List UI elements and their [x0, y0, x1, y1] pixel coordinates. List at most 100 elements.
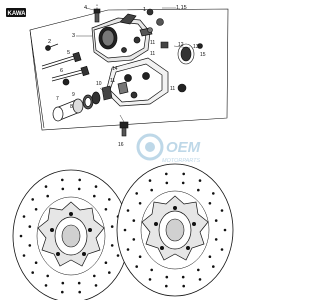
- drilled-hole: [110, 225, 114, 228]
- watermark-sub: MOTORPARTS: [162, 158, 201, 164]
- brake-disc-left: [12, 169, 130, 300]
- drilled-hole: [126, 209, 130, 212]
- drilled-hole: [61, 178, 64, 182]
- callout-13: 13: [193, 44, 199, 50]
- pins-and-bolts: [41, 43, 90, 86]
- drilled-hole: [181, 181, 185, 185]
- seal-kit: [146, 8, 203, 93]
- exploded-view: KAWA: [6, 3, 234, 300]
- drilled-hole: [34, 208, 38, 211]
- drilled-hole: [132, 238, 136, 241]
- drilled-hole: [208, 202, 212, 205]
- callout-11-a: 11: [150, 40, 155, 46]
- drilled-hole: [223, 228, 227, 232]
- mounting-bolt: [119, 121, 129, 137]
- drilled-hole: [34, 261, 38, 265]
- drilled-hole: [31, 271, 34, 274]
- callout-5: 5: [67, 50, 70, 56]
- drilled-hole: [220, 209, 224, 212]
- drilled-hole: [44, 185, 48, 188]
- drilled-hole: [148, 278, 152, 281]
- callout-8: 8: [70, 104, 73, 110]
- drilled-hole: [93, 274, 96, 278]
- drilled-hole: [78, 290, 81, 294]
- bleeder-screw: [93, 3, 101, 23]
- drilled-hole: [181, 275, 185, 279]
- drilled-hole: [77, 281, 81, 285]
- caliper-piston: [52, 91, 101, 122]
- watermark-logo: OEM MOTORPARTS: [136, 133, 201, 164]
- callout-12: 12: [178, 42, 184, 48]
- drilled-hole: [104, 208, 108, 211]
- disc-left-bolts: [50, 212, 92, 256]
- drilled-hole: [19, 234, 23, 238]
- drilled-hole: [77, 187, 81, 191]
- drilled-hole: [198, 278, 202, 281]
- drilled-hole: [138, 255, 142, 258]
- brake-pads: [101, 85, 113, 101]
- badge-text: KAWA: [8, 11, 27, 17]
- drilled-hole: [148, 179, 152, 182]
- drilled-hole: [214, 238, 218, 241]
- callout-2: 2: [48, 39, 51, 45]
- drilled-hole: [61, 281, 65, 285]
- drilled-hole: [123, 228, 127, 232]
- drilled-hole: [138, 202, 142, 205]
- watermark-main: OEM: [166, 139, 201, 156]
- drilled-hole: [22, 215, 26, 218]
- drilled-hole: [104, 261, 108, 265]
- drilled-hole: [197, 268, 200, 272]
- drilled-hole: [31, 198, 34, 201]
- drilled-hole: [110, 244, 114, 247]
- drilled-hole: [198, 179, 202, 182]
- callout-9: 9: [72, 92, 75, 98]
- drilled-hole: [182, 172, 185, 176]
- drilled-hole: [78, 178, 81, 182]
- parts-diagram: KAWA: [6, 3, 234, 300]
- callout-11-d: 11: [110, 78, 115, 84]
- callout-14: 14: [112, 66, 118, 72]
- drilled-hole: [126, 248, 130, 251]
- drilled-hole: [165, 284, 168, 288]
- caliper-body: [91, 13, 153, 63]
- drilled-hole: [116, 254, 120, 257]
- drilled-hole: [208, 255, 212, 258]
- callout-11-c: 11: [170, 86, 175, 92]
- drilled-hole: [28, 244, 32, 247]
- drilled-hole: [214, 219, 218, 222]
- drilled-hole: [220, 248, 224, 251]
- drilled-hole: [46, 274, 49, 278]
- callout-1: 1: [143, 7, 146, 13]
- drilled-hole: [108, 271, 111, 274]
- callout-16: 16: [118, 142, 124, 148]
- callout-1-15: 1,15: [176, 5, 187, 11]
- disc-right-bolts: [154, 206, 196, 250]
- drilled-hole: [94, 284, 98, 287]
- drilled-hole: [197, 188, 200, 192]
- drilled-hole: [212, 265, 215, 268]
- assembly-boundary: [29, 8, 229, 131]
- brake-disc-right: [116, 163, 234, 297]
- drilled-hole: [135, 192, 138, 195]
- drilled-hole: [28, 225, 32, 228]
- callout-10: 10: [96, 81, 102, 87]
- callout-15: 15: [200, 52, 206, 58]
- caliper-bracket: [105, 57, 169, 107]
- drilled-hole: [150, 268, 153, 272]
- drilled-hole: [61, 187, 65, 191]
- callout-7: 7: [56, 96, 59, 102]
- callout-11-b: 11: [150, 51, 155, 57]
- drilled-hole: [22, 254, 26, 257]
- drilled-hole: [150, 188, 153, 192]
- drilled-hole: [94, 185, 98, 188]
- drilled-hole: [182, 284, 185, 288]
- callout-4: 4: [84, 5, 87, 11]
- drilled-hole: [61, 290, 64, 294]
- drilled-hole: [132, 219, 136, 222]
- callout-6: 6: [60, 68, 63, 74]
- callout-3: 3: [72, 33, 75, 39]
- drilled-hole: [135, 265, 138, 268]
- drilled-hole: [165, 275, 169, 279]
- manufacturer-badge: KAWA: [6, 8, 26, 17]
- drilled-hole: [165, 172, 168, 176]
